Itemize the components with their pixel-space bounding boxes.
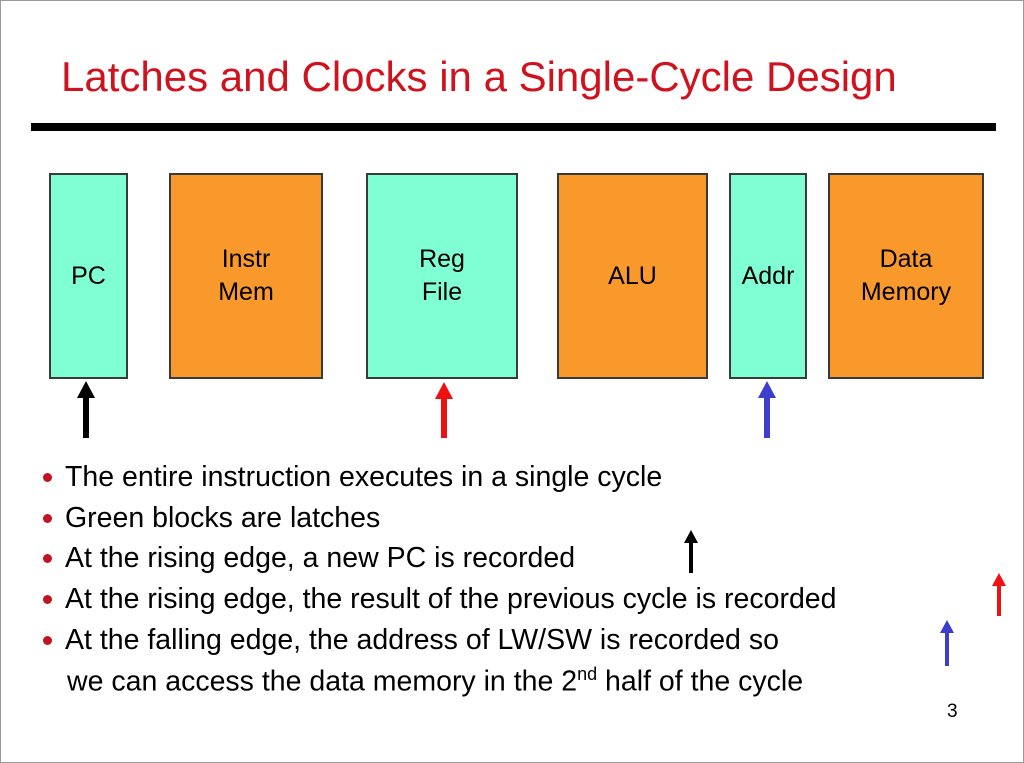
block-addr-label: Addr [741,261,795,290]
bullet-item: At the rising edge, a new PC is recorded [43,538,837,579]
bullet-dot-icon [43,635,52,645]
block-pc-label: PC [71,261,106,290]
bullet-item: The entire instruction executes in a sin… [43,457,837,498]
regfile-clock-up-arrow-icon [435,382,453,438]
bullet-item: At the falling edge, the address of LW/S… [43,620,837,661]
page-number: 3 [947,701,958,722]
bullet-text-2: Green blocks are latches [65,501,381,534]
block-reg-file: Reg File [366,173,518,379]
bullet-text-5-continuation: we can access the data memory in the 2nd… [67,663,804,698]
block-data-memory-label: Data Memory [860,245,952,306]
bullet-item: Green blocks are latches [43,498,837,539]
bullet-dot-icon [43,472,52,482]
bullet-item: At the rising edge, the result of the pr… [43,579,837,620]
title-divider [31,123,996,131]
bullet-continuation: we can access the data memory in the 2nd… [43,660,837,701]
block-reg-file-label: Reg File [419,245,465,306]
bullet-list: The entire instruction executes in a sin… [43,457,837,701]
falling-edge-addr-up-arrow-icon [940,620,954,666]
rising-edge-pc-up-arrow-icon [684,530,698,573]
bullet-dot-icon [43,513,52,523]
block-alu: ALU [557,173,708,379]
page-title: Latches and Clocks in a Single-Cycle Des… [61,53,897,100]
bullet-text-1: The entire instruction executes in a sin… [65,460,663,493]
bullet-dot-icon [43,554,52,564]
bullet-text-3: At the rising edge, a new PC is recorded [65,542,576,575]
pc-clock-up-arrow-icon [77,381,95,438]
block-pc: PC [49,173,128,379]
bullet-dot-icon [43,594,52,604]
rising-edge-result-up-arrow-icon [992,573,1006,616]
block-instr-mem: Instr Mem [169,173,323,379]
block-instr-mem-label: Instr Mem [218,245,274,306]
block-addr: Addr [729,173,807,379]
ordinal-superscript: nd [577,663,598,684]
block-alu-label: ALU [608,261,657,290]
addr-clock-up-arrow-icon [758,381,776,438]
block-data-memory: Data Memory [828,173,984,379]
bullet-text-5: At the falling edge, the address of LW/S… [65,623,779,656]
bullet-text-4: At the rising edge, the result of the pr… [65,582,837,615]
